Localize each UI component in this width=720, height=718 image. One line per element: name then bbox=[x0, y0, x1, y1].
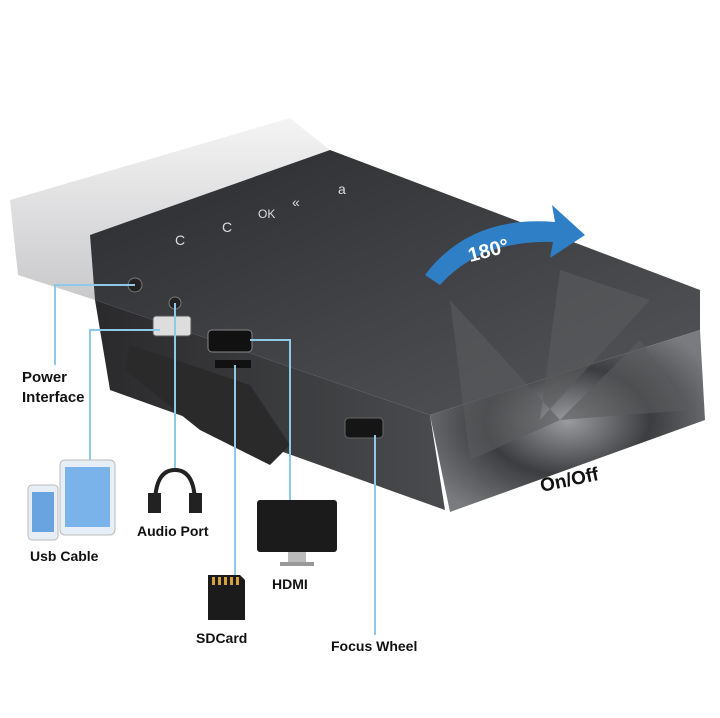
svg-text:C: C bbox=[222, 219, 232, 235]
leader-lines bbox=[54, 284, 376, 635]
power-interface-label-line1: Power bbox=[22, 369, 68, 386]
svg-text:«: « bbox=[292, 194, 300, 210]
monitor-icon bbox=[257, 500, 337, 566]
hdmi-label: HDMI bbox=[272, 576, 308, 592]
power-interface-label: Power Interface bbox=[22, 368, 85, 408]
sdcard-label: SDCard bbox=[196, 630, 248, 646]
usb-port bbox=[152, 315, 192, 337]
port-cover bbox=[125, 345, 290, 465]
audio-port-label: Audio Port bbox=[137, 523, 209, 539]
hdmi-port bbox=[207, 329, 253, 353]
svg-text:C: C bbox=[175, 232, 185, 248]
sd-slot bbox=[215, 360, 251, 368]
device-rear-end bbox=[10, 118, 330, 300]
sd-card-icon bbox=[208, 575, 245, 620]
device-side-panel bbox=[95, 300, 445, 510]
svg-text:a: a bbox=[338, 181, 346, 197]
power-interface-label-line2: Interface bbox=[22, 389, 85, 406]
usb-cable-label: Usb Cable bbox=[30, 548, 99, 564]
rotation-arrow-icon bbox=[425, 205, 585, 285]
control-buttons: C C OK « a bbox=[175, 181, 346, 248]
focus-wheel-label: Focus Wheel bbox=[331, 638, 418, 654]
headphones-icon bbox=[148, 467, 202, 513]
svg-text:OK: OK bbox=[258, 207, 275, 221]
focus-wheel bbox=[344, 417, 384, 439]
